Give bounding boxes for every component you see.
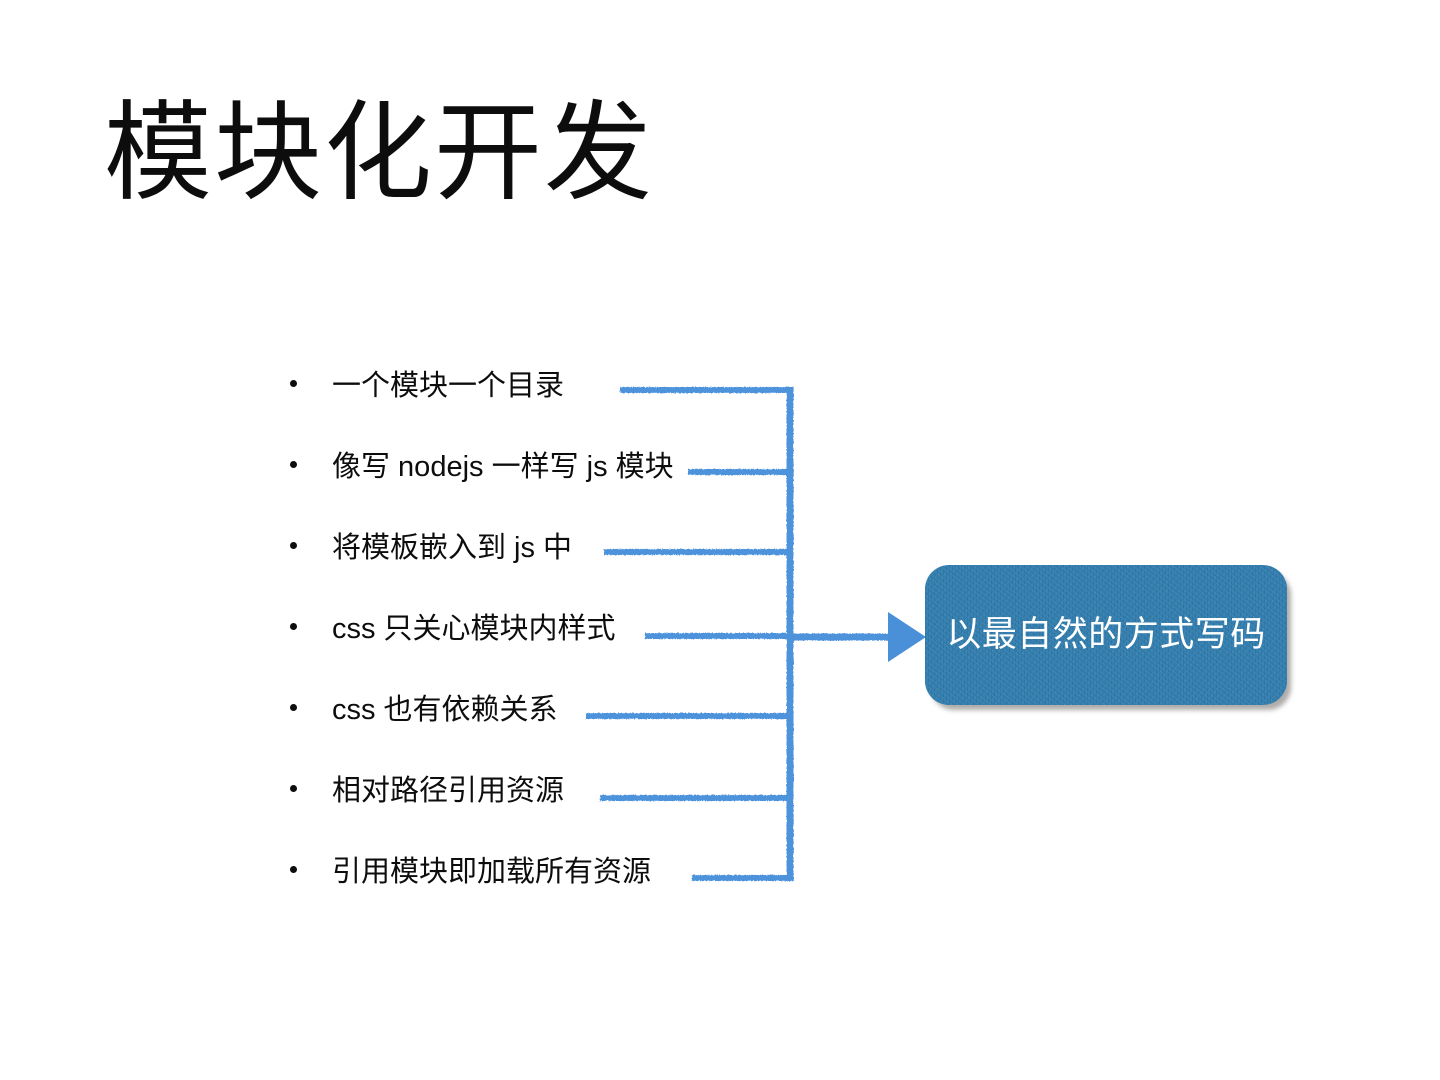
callout-label: 以最自然的方式写码 bbox=[946, 615, 1266, 654]
list-item: 将模板嵌入到 js 中 bbox=[286, 528, 846, 609]
list-item-label: 引用模块即加载所有资源 bbox=[332, 856, 652, 888]
bullet-marker-icon bbox=[290, 785, 297, 792]
bullet-marker-icon bbox=[290, 866, 297, 873]
list-item-label: css 只关心模块内样式 bbox=[332, 613, 616, 645]
list-item: 一个模块一个目录 bbox=[286, 366, 846, 447]
list-item-label: css 也有依赖关系 bbox=[332, 694, 558, 726]
bullet-marker-icon bbox=[290, 704, 297, 711]
callout-box: 以最自然的方式写码 bbox=[925, 565, 1287, 705]
list-item: css 只关心模块内样式 bbox=[286, 609, 846, 690]
list-item-label: 将模板嵌入到 js 中 bbox=[332, 532, 573, 564]
bullet-marker-icon bbox=[290, 542, 297, 549]
list-item: 像写 nodejs 一样写 js 模块 bbox=[286, 447, 846, 528]
list-item-label: 像写 nodejs 一样写 js 模块 bbox=[332, 451, 674, 483]
bullet-marker-icon bbox=[290, 461, 297, 468]
list-item: 相对路径引用资源 bbox=[286, 771, 846, 852]
bullet-list: 一个模块一个目录 像写 nodejs 一样写 js 模块 将模板嵌入到 js 中… bbox=[286, 366, 846, 933]
arrow-head-icon bbox=[888, 612, 926, 662]
list-item: css 也有依赖关系 bbox=[286, 690, 846, 771]
bullet-marker-icon bbox=[290, 380, 297, 387]
list-item-label: 一个模块一个目录 bbox=[332, 370, 565, 402]
page-title: 模块化开发 bbox=[104, 92, 655, 213]
list-item: 引用模块即加载所有资源 bbox=[286, 852, 846, 933]
bullet-marker-icon bbox=[290, 623, 297, 630]
list-item-label: 相对路径引用资源 bbox=[332, 775, 565, 807]
